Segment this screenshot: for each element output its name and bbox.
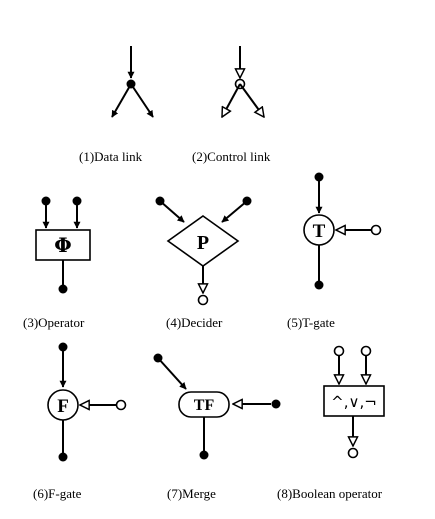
boolean-operator-box xyxy=(323,385,385,417)
merge-symbol: TF xyxy=(153,353,281,460)
operator-box xyxy=(35,229,91,261)
operator-phi-glyph: Φ xyxy=(54,233,71,257)
boolean-operator-caption: (8)Boolean operator xyxy=(277,486,383,501)
control-link-symbol xyxy=(221,46,264,117)
boolean-operator-glyphs: ^,∨,¬ xyxy=(331,393,377,411)
t-gate-t-glyph: T xyxy=(313,221,326,242)
decider-symbol: P xyxy=(155,196,252,306)
f-gate-caption: (6)F-gate xyxy=(33,486,82,501)
t-gate-caption: (5)T-gate xyxy=(287,315,335,330)
f-gate-f-glyph: F xyxy=(57,396,69,417)
boolean-operator-symbol: ^,∨,¬ xyxy=(323,345,385,459)
control-link-caption: (2)Control link xyxy=(192,149,271,164)
operator-caption: (3)Operator xyxy=(23,315,85,330)
data-link-caption: (1)Data link xyxy=(79,149,143,164)
f-gate-symbol: F xyxy=(47,342,127,462)
t-gate-symbol: T xyxy=(303,172,382,290)
operator-symbol: Φ xyxy=(35,196,91,294)
decider-caption: (4)Decider xyxy=(166,315,223,330)
merge-tf-glyph: TF xyxy=(194,397,215,414)
data-link-symbol xyxy=(111,46,154,118)
merge-caption: (7)Merge xyxy=(167,486,216,501)
decider-p-glyph: P xyxy=(197,232,209,254)
